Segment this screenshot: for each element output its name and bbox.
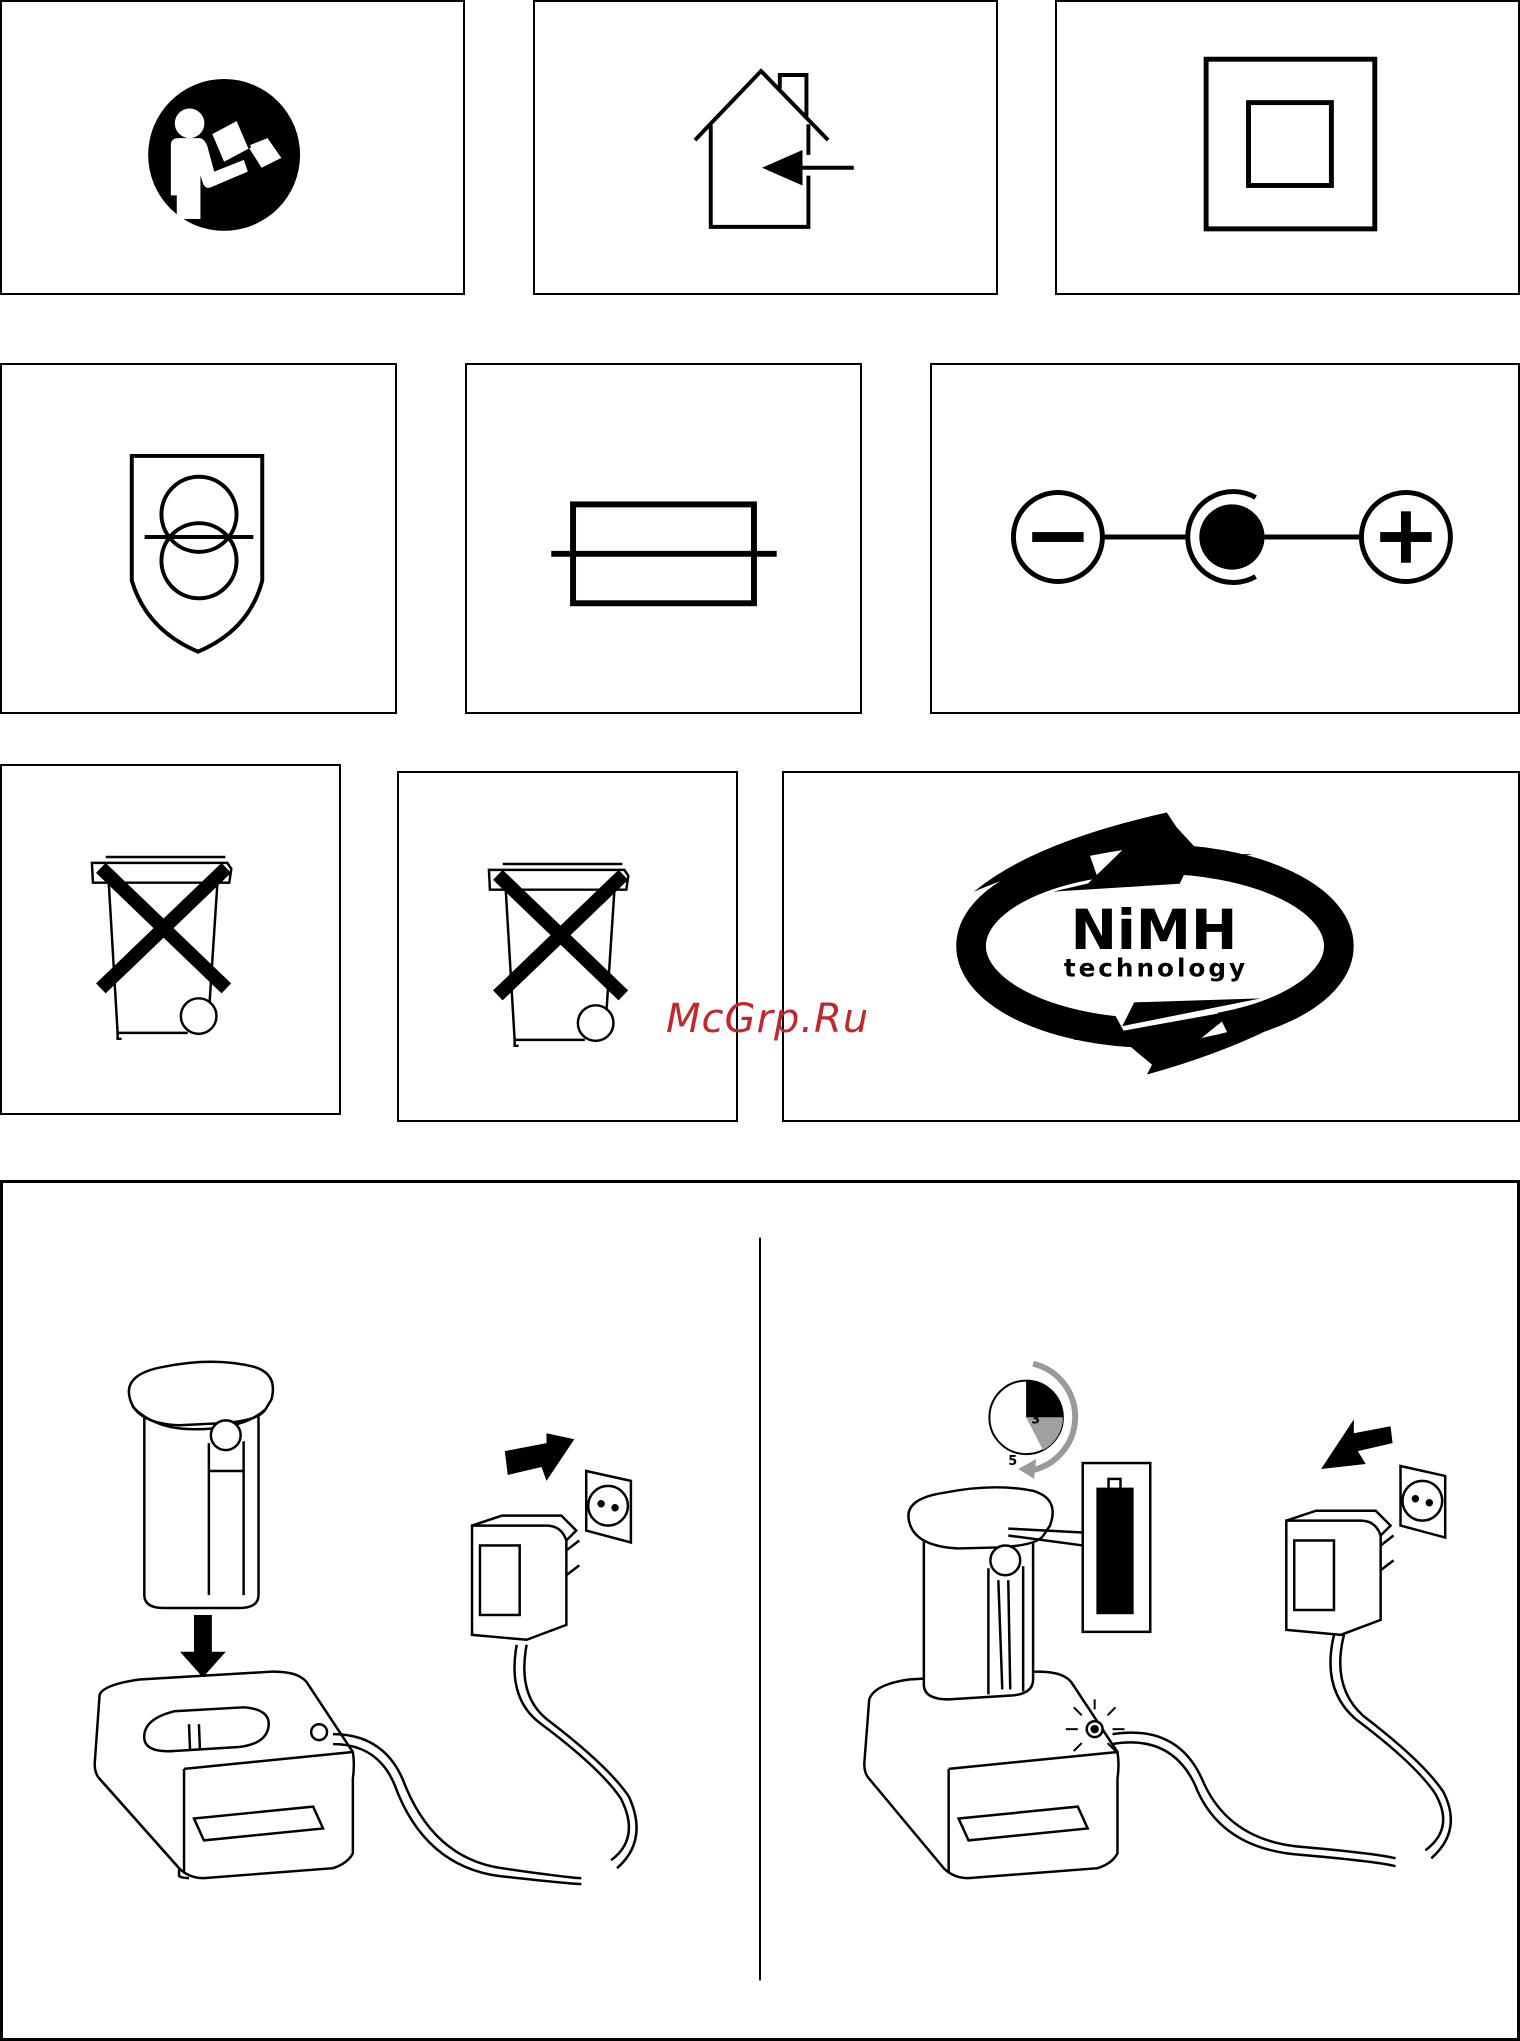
indoor-use-icon <box>535 2 996 293</box>
symbol-indoor-use <box>533 0 998 295</box>
battery-icon <box>129 1362 273 1608</box>
charging-illustration: 3 5 <box>0 1180 1520 2041</box>
power-adapter-icon <box>1286 1511 1393 1635</box>
symbol-weee-bin-1 <box>0 764 341 1115</box>
power-adapter-icon <box>472 1516 579 1640</box>
nimh-sub-text: technology <box>1064 954 1248 983</box>
watermark: McGrp.Ru <box>666 996 869 1042</box>
double-insulation-icon <box>1057 2 1518 293</box>
crossed-bin-icon <box>2 766 339 1113</box>
safety-transformer-icon <box>2 365 395 712</box>
charger-base-icon <box>95 1672 354 1879</box>
nimh-technology-logo: NiMH technology <box>784 773 1518 1120</box>
timer-label-3: 3 <box>1031 1412 1040 1427</box>
symbol-safety-transformer <box>0 363 397 714</box>
charging-steps-drawing: 3 5 <box>3 1183 1517 2038</box>
wall-socket-icon <box>1401 1466 1446 1537</box>
dc-polarity-icon <box>932 365 1518 712</box>
crossed-bin-icon <box>399 773 736 1120</box>
symbol-double-insulation <box>1055 0 1520 295</box>
symbol-weee-bin-2 <box>397 771 738 1122</box>
wall-socket-icon <box>586 1471 631 1542</box>
symbol-dc-polarity <box>930 363 1520 714</box>
symbol-nimh: NiMH technology <box>782 771 1520 1122</box>
fuse-icon <box>467 365 860 712</box>
symbol-read-manual <box>0 0 465 295</box>
symbol-fuse <box>465 363 862 714</box>
timer-label-5: 5 <box>1008 1454 1017 1469</box>
read-manual-icon <box>2 2 463 293</box>
